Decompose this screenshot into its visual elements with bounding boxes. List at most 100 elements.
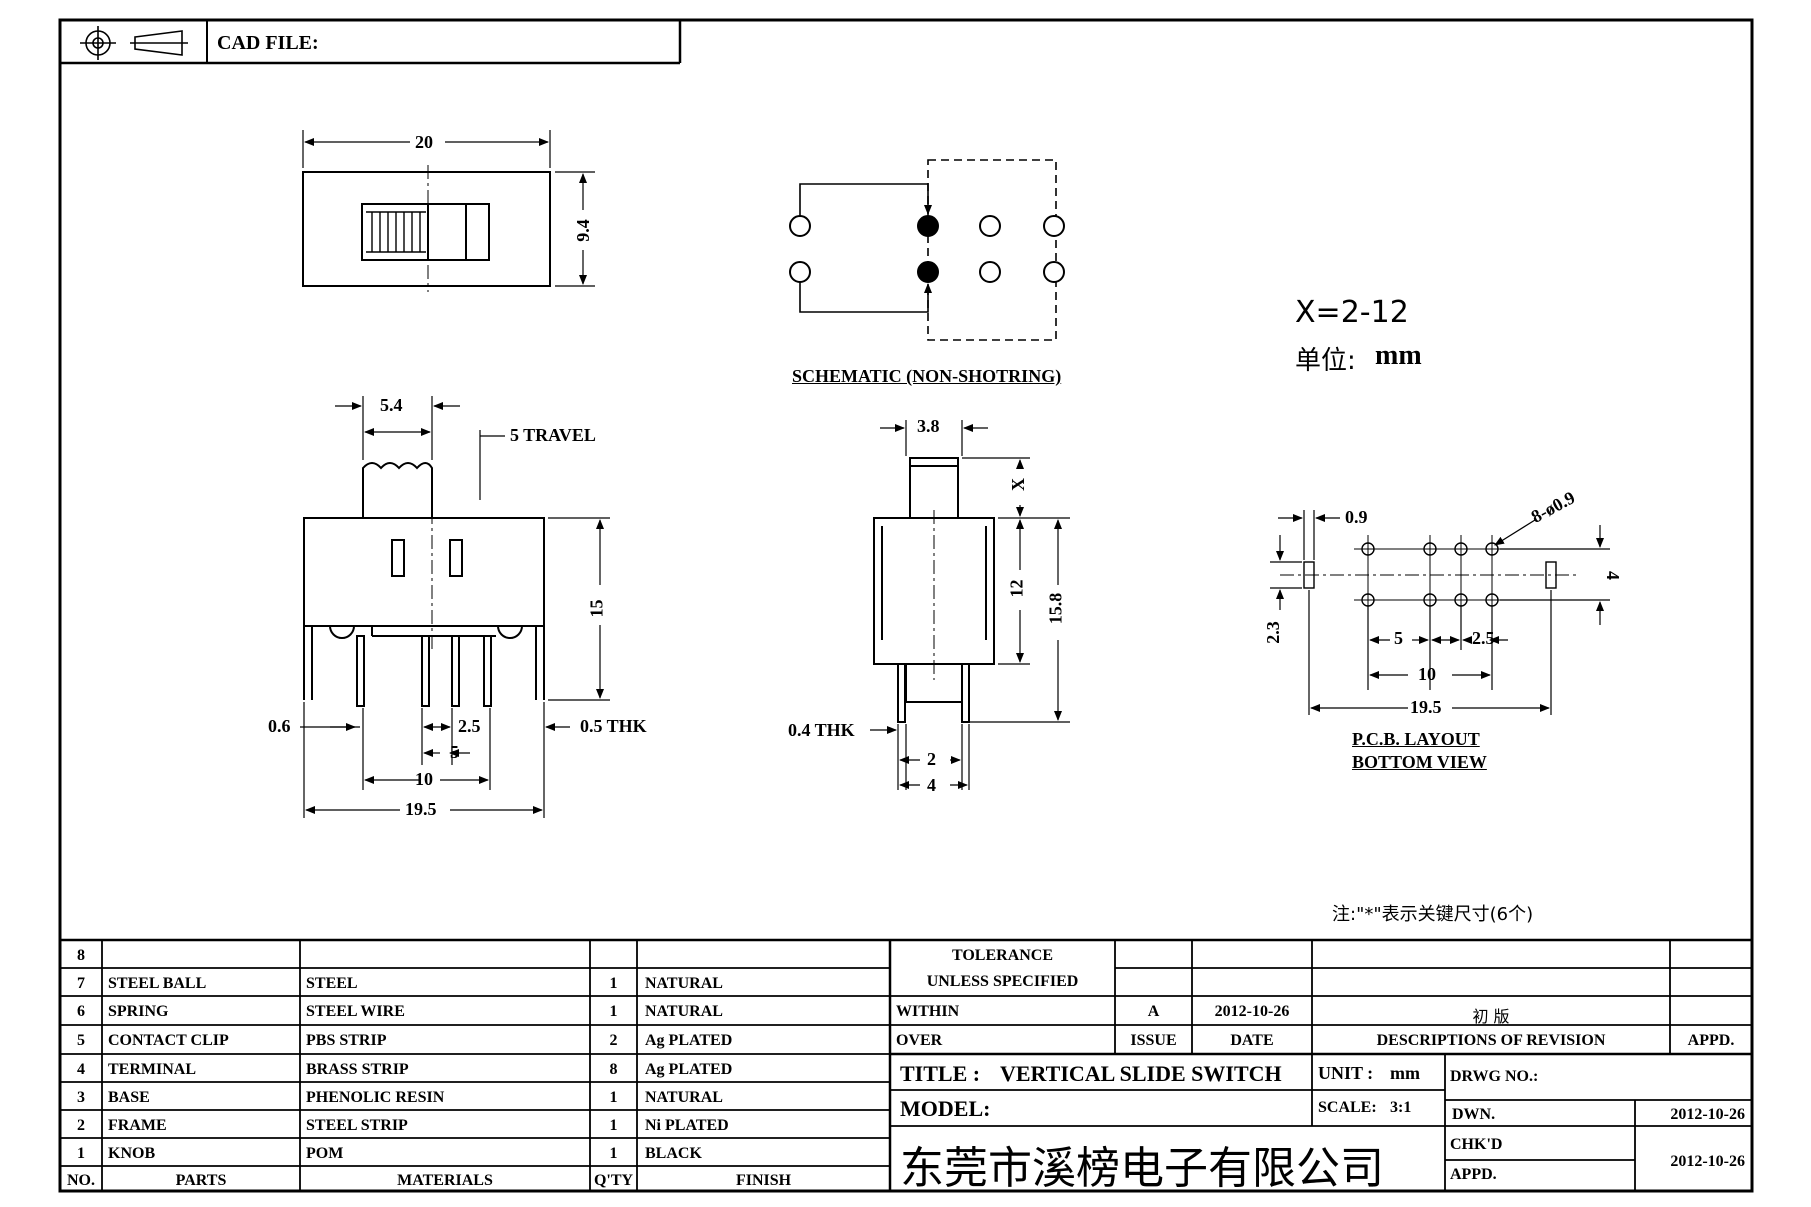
scale-value: 3:1 [1390, 1099, 1412, 1116]
dim-front-span-10: 10 [415, 769, 433, 789]
bom-row-6-part: SPRING [108, 1003, 169, 1020]
bom-header-materials: MATERIALS [397, 1172, 493, 1189]
bom-row-7-no: 7 [77, 975, 85, 992]
company-name: 东莞市溪榜电子有限公司 [900, 1143, 1384, 1194]
pcb-layout [1270, 510, 1610, 715]
pcb-caption-2: BOTTOM VIEW [1352, 752, 1487, 772]
bom-row-5-material: PBS STRIP [306, 1032, 387, 1049]
bom-row-1-no: 1 [77, 1145, 85, 1162]
tolerance-line-1: TOLERANCE [951, 947, 1054, 964]
bom-row-4-qty: 8 [609, 1061, 618, 1078]
bom-header-qty: Q'TY [593, 1172, 634, 1189]
tolerance-line-2: UNLESS SPECIFIED [926, 973, 1079, 990]
bom-row-5-finish: Ag PLATED [645, 1032, 733, 1049]
drawn-label: DWN. [1452, 1106, 1496, 1123]
bom-row-2-part: FRAME [108, 1117, 167, 1134]
cad-file-label: CAD FILE: [217, 32, 319, 54]
unit-value: mm [1390, 1063, 1420, 1083]
front-view [300, 396, 610, 818]
bom-row-7-material: STEEL [306, 975, 358, 992]
bom-row-5-no: 5 [77, 1032, 85, 1049]
dim-side-knob: 3.8 [917, 416, 940, 436]
x-range-label: X=2-12 [1295, 295, 1409, 330]
bom-row-2-material: STEEL STRIP [306, 1117, 408, 1134]
dim-side-4: 4 [927, 775, 936, 795]
dim-pcb-5: 5 [1394, 628, 1403, 648]
dim-front-thk: 0.5 THK [580, 716, 647, 736]
bom-row-1-finish: BLACK [645, 1145, 702, 1162]
bom-row-2-finish: Ni PLATED [645, 1117, 729, 1134]
bom-row-4-finish: Ag PLATED [645, 1061, 733, 1078]
unit-prefix-label: 单位: [1295, 346, 1356, 376]
dim-front-height: 15 [586, 599, 607, 618]
dim-pcb-09: 0.9 [1345, 507, 1368, 527]
bom-row-4-no: 4 [77, 1061, 85, 1078]
dim-front-pitch-5: 5 [450, 742, 459, 762]
sheet-border [58, 18, 1754, 1193]
bom-header-no: NO. [67, 1172, 95, 1189]
drawing-number-label: DRWG NO.: [1450, 1068, 1539, 1085]
bom-header-parts: PARTS [175, 1172, 227, 1189]
dim-front-travel: 5 TRAVEL [510, 425, 596, 445]
header-box [60, 20, 682, 65]
dim-front-pin-width: 0.6 [268, 716, 291, 736]
dim-front-span-19: 19.5 [405, 799, 437, 819]
bom-row-5-part: CONTACT CLIP [108, 1032, 229, 1049]
bom-row-6-material: STEEL WIRE [306, 1003, 405, 1020]
dim-side-thk: 0.4 THK [788, 720, 855, 740]
dim-front-pitch-small: 2.5 [458, 716, 481, 736]
approved-label: APPD. [1450, 1166, 1497, 1183]
bom-row-3-part: BASE [108, 1089, 150, 1106]
dim-pcb-25: 2.5 [1472, 628, 1495, 648]
dim-pcb-195: 19.5 [1410, 697, 1442, 717]
revision-issue-value: A [1147, 1003, 1160, 1020]
bom-row-7-qty: 1 [609, 975, 618, 992]
side-view [870, 420, 1070, 790]
dim-front-knob: 5.4 [380, 395, 403, 415]
dim-pcb-10: 10 [1418, 664, 1436, 684]
model-label: MODEL: [900, 1096, 991, 1121]
schematic-caption: SCHEMATIC (NON-SHOTRING) [792, 366, 1062, 386]
third-angle-projection-icon [80, 26, 188, 60]
dim-side-158: 15.8 [1045, 592, 1066, 625]
schematic-diagram [789, 159, 1065, 341]
bom-row-2-no: 2 [77, 1117, 85, 1134]
tolerance-within: WITHIN [896, 1003, 960, 1020]
dim-pcb-23: 2.3 [1262, 621, 1283, 644]
scale-label: SCALE: [1318, 1099, 1377, 1116]
checked-label: CHK'D [1450, 1136, 1503, 1153]
bom-header-finish: FINISH [735, 1172, 792, 1189]
bom-row-1-material: POM [306, 1145, 344, 1162]
bom-row-6-qty: 1 [609, 1003, 618, 1020]
tolerance-over: OVER [896, 1032, 943, 1049]
dim-top-height: 9.4 [572, 219, 593, 242]
bom-row-6-no: 6 [77, 1003, 85, 1020]
unit-value-label: mm [1375, 340, 1422, 371]
dim-pcb-4: 4 [1603, 571, 1623, 580]
bom-row-4-part: TERMINAL [108, 1061, 197, 1078]
revision-appd-header: APPD. [1687, 1032, 1735, 1049]
bom-row-8-no: 8 [77, 947, 85, 964]
dim-top-width: 20 [415, 132, 433, 152]
revision-date-value: 2012-10-26 [1214, 1003, 1290, 1020]
revision-date-header: DATE [1230, 1032, 1274, 1049]
bom-row-6-finish: NATURAL [645, 1003, 723, 1020]
bom-row-7-finish: NATURAL [645, 975, 723, 992]
bom-row-5-qty: 2 [609, 1032, 618, 1049]
bom-row-3-no: 3 [77, 1089, 85, 1106]
dim-side-x: X [1008, 478, 1028, 491]
top-view [302, 130, 595, 292]
bom-row-3-qty: 1 [609, 1089, 618, 1106]
bom-row-1-qty: 1 [609, 1145, 618, 1162]
bom-row-1-part: KNOB [108, 1145, 156, 1162]
bom-table-grid [60, 938, 1752, 1191]
dim-side-2: 2 [927, 749, 936, 769]
bom-row-3-material: PHENOLIC RESIN [306, 1089, 445, 1106]
checked-date: 2012-10-26 [1670, 1153, 1745, 1170]
drawn-date: 2012-10-26 [1670, 1106, 1745, 1123]
bom-row-3-finish: NATURAL [645, 1089, 723, 1106]
bom-row-2-qty: 1 [609, 1117, 618, 1134]
title-label: TITLE : [900, 1061, 981, 1086]
pcb-caption-1: P.C.B. LAYOUT [1352, 729, 1480, 749]
